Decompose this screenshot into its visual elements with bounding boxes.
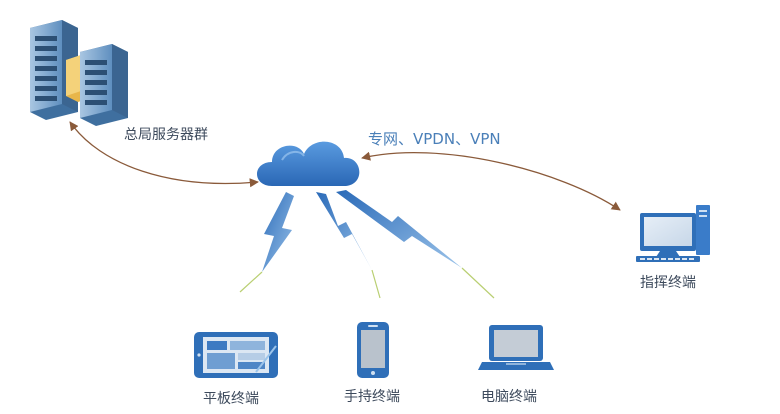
pc-terminal-label: 电脑终端 xyxy=(481,389,537,405)
lightning-icon xyxy=(262,190,462,272)
smartphone-icon xyxy=(357,322,389,378)
cloud-icon xyxy=(257,141,360,186)
tablet-terminal-label: 平板终端 xyxy=(203,391,259,407)
server-group-label: 总局服务器群 xyxy=(124,127,208,143)
desktop-computer-icon xyxy=(636,205,710,262)
link-cloud-command xyxy=(361,151,621,211)
tablet-icon xyxy=(194,332,278,378)
lightning-tails xyxy=(239,267,495,299)
network-label: 专网、VPDN、VPN xyxy=(368,130,501,148)
command-terminal-label: 指挥终端 xyxy=(640,275,696,291)
link-server-cloud xyxy=(69,121,259,188)
server-rack-icon xyxy=(30,20,128,126)
laptop-icon xyxy=(478,325,554,370)
handheld-terminal-label: 手持终端 xyxy=(344,389,400,405)
